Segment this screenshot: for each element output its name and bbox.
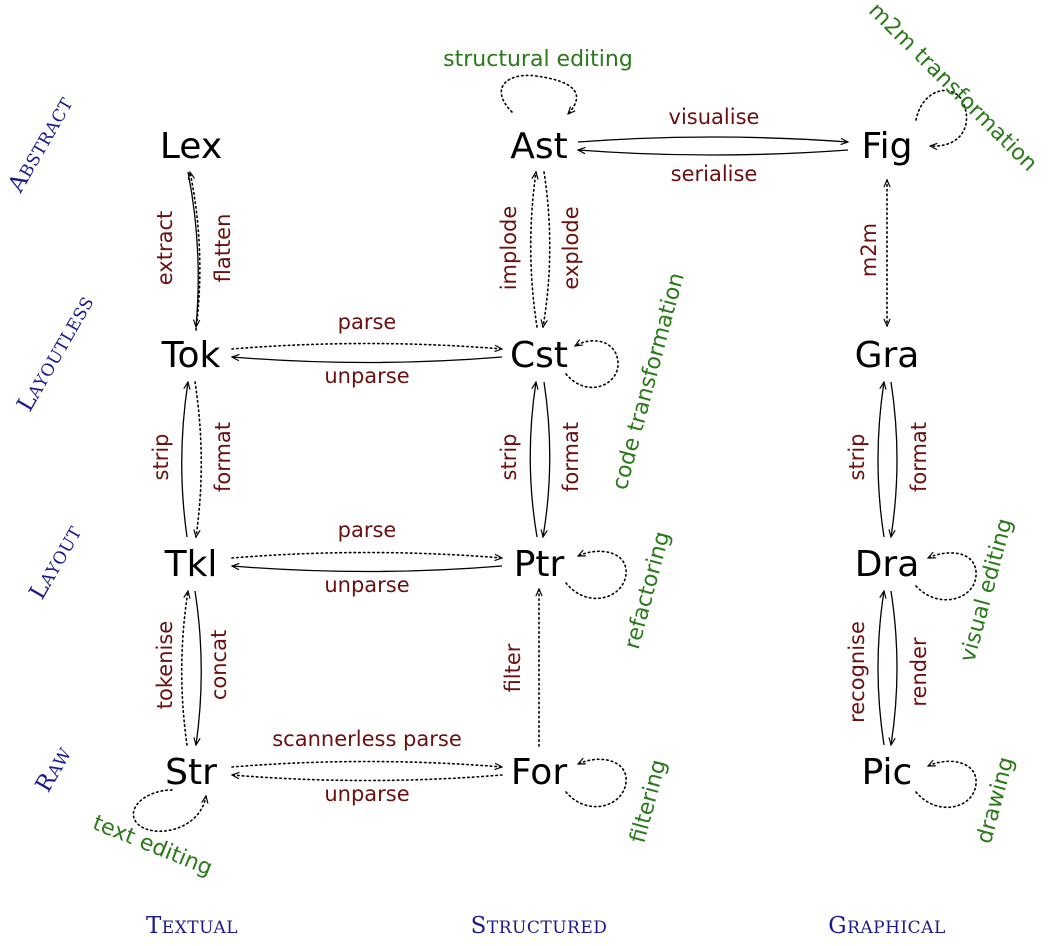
edge-strip-tok — [181, 382, 188, 538]
edge-parse-tkl — [231, 551, 502, 559]
edge-label-concat: concat — [207, 630, 231, 700]
loop-drawing — [915, 761, 977, 809]
edge-strip-cst — [529, 382, 537, 538]
edge-flatten — [190, 172, 201, 331]
edge-label-extract: extract — [153, 211, 177, 286]
edge-scannerless-parse — [231, 760, 502, 768]
loop-label-drawing: drawing — [972, 754, 1019, 846]
edge-label-visualise: visualise — [669, 105, 760, 129]
edge-parse-tok — [231, 342, 502, 350]
edge-concat — [195, 590, 202, 745]
edge-strip-gra — [877, 382, 884, 538]
node-gra: Gra — [855, 335, 920, 376]
loop-label-filtering: filtering — [626, 757, 672, 846]
edge-label-scannerless-parse: scannerless parse — [272, 727, 462, 751]
column-label-graphical: GRAPHICAL — [828, 913, 946, 939]
node-dra: Dra — [855, 544, 920, 585]
loop-label-visual-editing: visual editing — [956, 516, 1018, 665]
edge-recognise — [877, 591, 884, 746]
node-cst: Cst — [510, 335, 568, 376]
edge-label-parse-tok: parse — [338, 310, 397, 334]
node-tkl: Tkl — [164, 544, 218, 585]
edge-label-render: render — [907, 637, 931, 707]
edge-label-strip-cst: strip — [497, 434, 521, 481]
edge-render — [891, 590, 898, 745]
loop-structural-editing — [500, 74, 578, 114]
edge-explode — [543, 171, 551, 327]
loop-label-structural-editing: structural editing — [443, 47, 633, 72]
level-label-abstract: ABSTRACT — [3, 92, 79, 197]
node-for: For — [511, 752, 567, 793]
edge-format-tok — [195, 381, 203, 537]
edge-label-format-tok: format — [211, 422, 235, 492]
loop-label-text-editing: text editing — [89, 811, 216, 882]
edge-tokenise — [180, 591, 188, 746]
edge-label-implode: implode — [497, 206, 521, 291]
loop-code-transformation — [565, 341, 619, 389]
edge-label-strip-tok: strip — [149, 434, 173, 481]
edge-label-tokenise: tokenise — [153, 621, 177, 709]
node-lex: Lex — [160, 126, 222, 167]
edge-label-recognise: recognise — [845, 621, 869, 723]
edge-implode — [529, 172, 537, 328]
loop-refactoring — [565, 551, 627, 600]
level-label-layoutless: LAYOUTLESS — [12, 291, 99, 416]
edge-label-m2m: m2m — [857, 223, 881, 277]
edge-serialise — [578, 150, 849, 156]
loop-label-code-transformation: code transformation — [608, 270, 690, 492]
node-ast: Ast — [510, 126, 568, 167]
node-ptr: Ptr — [514, 544, 565, 585]
column-label-textual: TEXTUAL — [146, 913, 238, 939]
edge-label-unparse-str: unparse — [324, 782, 409, 806]
edge-label-format-cst: format — [559, 422, 583, 492]
edge-label-serialise: serialise — [671, 162, 758, 186]
loop-visual-editing — [915, 553, 977, 601]
edge-extract — [187, 171, 198, 327]
edge-label-unparse-tok: unparse — [324, 364, 409, 388]
edge-unparse-tok — [232, 357, 503, 364]
edge-label-explode: explode — [559, 206, 583, 289]
edge-visualise — [577, 136, 848, 142]
node-pic: Pic — [862, 752, 913, 793]
node-fig: Fig — [862, 126, 913, 167]
loop-label-refactoring: refactoring — [620, 529, 675, 652]
node-str: Str — [165, 752, 217, 793]
column-label-structured: STRUCTURED — [471, 913, 608, 939]
edge-unparse-tkl — [232, 566, 503, 573]
level-label-layout: LAYOUT — [25, 521, 88, 604]
edge-format-gra — [891, 381, 898, 537]
loop-text-editing — [132, 789, 206, 833]
edge-label-parse-tkl: parse — [338, 518, 397, 542]
edge-format-cst — [543, 381, 551, 537]
edge-label-unparse-tkl: unparse — [324, 573, 409, 597]
edge-label-strip-gra: strip — [845, 434, 869, 481]
edge-label-flatten: flatten — [211, 214, 235, 283]
edge-label-filter: filter — [501, 643, 525, 692]
loop-filtering — [565, 759, 627, 808]
edge-label-format-gra: format — [907, 422, 931, 492]
level-label-raw: RAW — [31, 742, 77, 796]
edge-unparse-str — [232, 775, 503, 782]
node-tok: Tok — [161, 335, 221, 376]
loop-m2m-transformation — [915, 89, 968, 146]
